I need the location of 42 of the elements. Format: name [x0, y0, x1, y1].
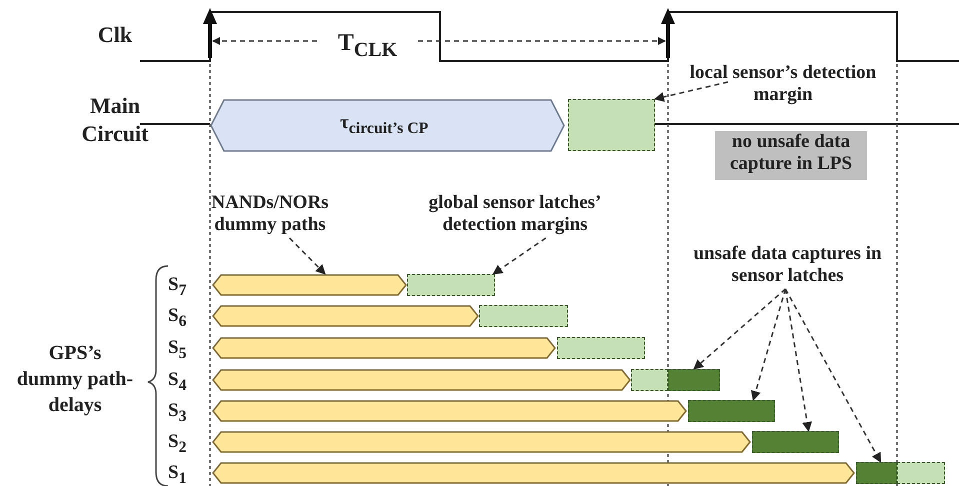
leader-arrow	[288, 237, 326, 275]
path-delay-bar	[212, 337, 556, 359]
detection-margin-box	[631, 369, 668, 391]
period-label: T$_{CLK}$	[336, 29, 398, 63]
leader-arrow	[693, 288, 786, 370]
leader-arrow	[784, 288, 812, 432]
annotation-text: unsafe data captures in sensor latches	[685, 243, 890, 289]
detection-margin-box	[568, 99, 655, 151]
detection-margin-box	[479, 305, 568, 327]
row-label: S$_{7}$	[168, 274, 186, 301]
row-label: S$_{4}$	[168, 369, 186, 396]
annotation-text: global sensor latches’ detection margins	[405, 192, 625, 238]
signal-name: Main Circuit	[80, 92, 150, 148]
path-delay-bar	[212, 400, 687, 422]
unsafe-capture-box	[752, 431, 839, 453]
leader-arrow	[492, 237, 546, 275]
detection-margin-box	[897, 462, 945, 484]
row-label: S$_{5}$	[168, 337, 186, 364]
unsafe-capture-box	[856, 462, 897, 484]
delay-label: τ$_{circuit’s CP}$	[340, 112, 428, 139]
group-label: GPS’s dummy path-delays	[16, 341, 134, 418]
leader-arrow	[654, 81, 728, 102]
path-delay-bar	[212, 274, 407, 296]
annotation-text: local sensor’s detection margin	[688, 62, 878, 108]
path-delay-bar	[212, 305, 479, 327]
unsafe-capture-box	[688, 400, 775, 422]
row-label: S$_{6}$	[168, 305, 186, 332]
detection-margin-box	[557, 337, 645, 359]
path-delay-bar	[212, 462, 855, 484]
detection-margin-box	[407, 274, 495, 296]
annotation-text: NANDs/NORs dummy paths	[205, 192, 335, 238]
path-delay-bar	[212, 431, 751, 453]
row-label: S$_{2}$	[168, 431, 186, 458]
signal-name: Clk	[96, 21, 134, 49]
path-delay-bar	[212, 369, 631, 391]
leader-arrow	[750, 288, 786, 401]
critical-path-hexagon	[210, 99, 565, 152]
row-label: S$_{3}$	[168, 400, 186, 427]
note-box: no unsafe data capture in LPS	[715, 131, 867, 180]
row-label: S$_{1}$	[168, 462, 186, 486]
unsafe-capture-box	[668, 369, 720, 391]
leader-arrow	[784, 288, 882, 463]
